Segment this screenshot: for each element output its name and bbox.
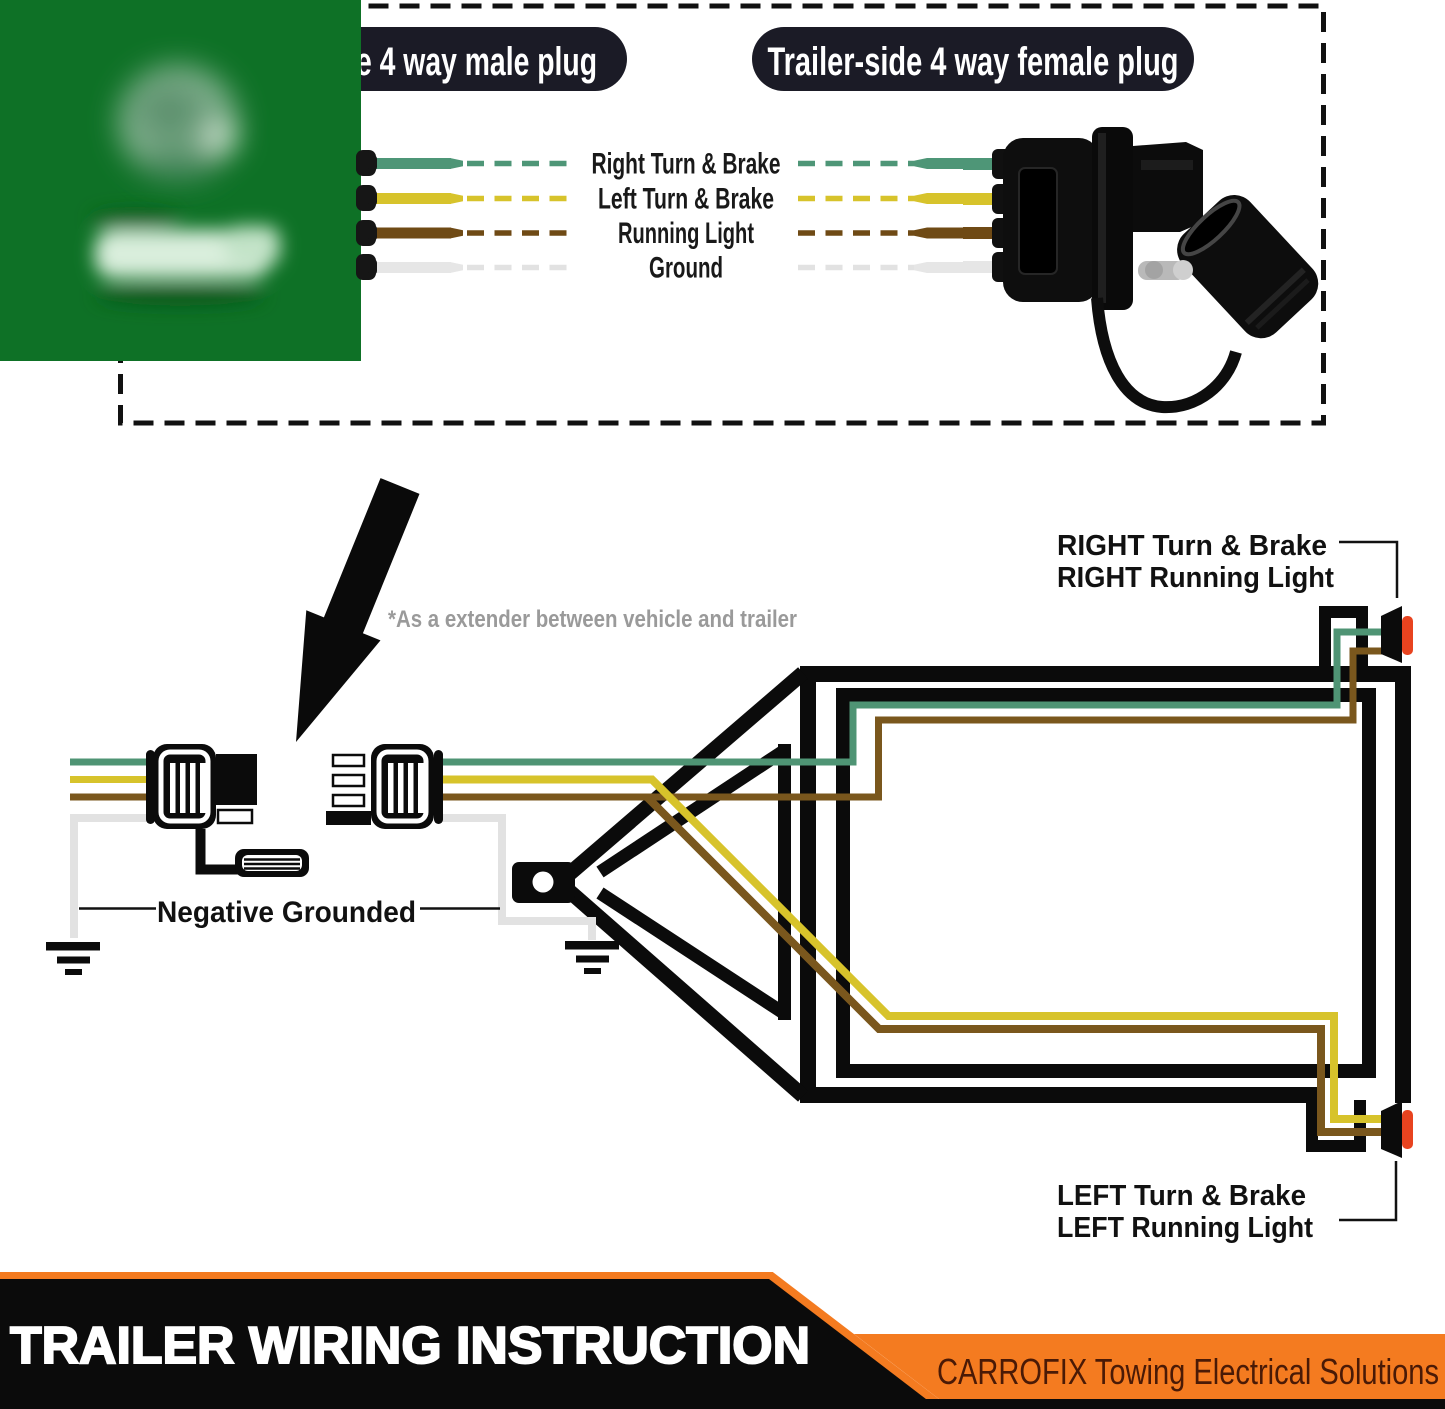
svg-text:CARROFIX Towing Electrical Sol: CARROFIX Towing Electrical Solutions — [937, 1351, 1439, 1392]
svg-text:LEFT Running Light: LEFT Running Light — [1057, 1212, 1313, 1244]
svg-text:*As a extender between vehicle: *As a extender between vehicle and trail… — [388, 606, 797, 633]
svg-text:TRAILER WIRING INSTRUCTION: TRAILER WIRING INSTRUCTION — [10, 1317, 810, 1375]
svg-text:LEFT Turn & Brake: LEFT Turn & Brake — [1057, 1180, 1306, 1212]
svg-text:RIGHT Turn & Brake: RIGHT Turn & Brake — [1057, 530, 1327, 562]
svg-text:Left Turn & Brake: Left Turn & Brake — [598, 183, 774, 216]
svg-text:Ground: Ground — [649, 252, 723, 285]
svg-text:Trailer-side 4 way female plug: Trailer-side 4 way female plug — [768, 40, 1179, 84]
svg-text:Right Turn & Brake: Right Turn & Brake — [592, 148, 781, 181]
svg-text:RIGHT Running Light: RIGHT Running Light — [1057, 562, 1334, 594]
svg-text:Negative Grounded: Negative Grounded — [157, 896, 416, 929]
svg-text:Running Light: Running Light — [618, 217, 754, 250]
